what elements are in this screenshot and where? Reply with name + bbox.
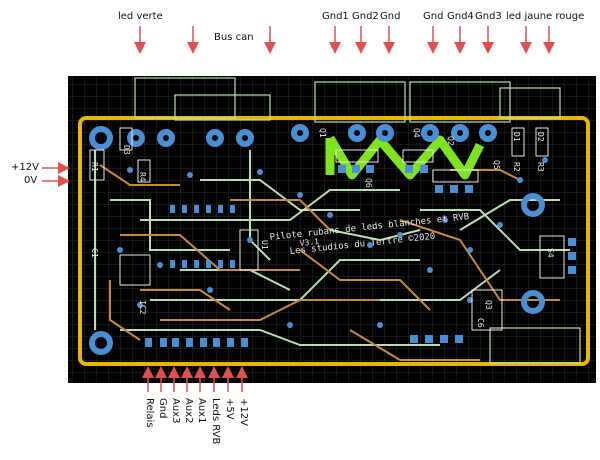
top-arrows bbox=[134, 26, 555, 54]
label-gnd-b: Gnd bbox=[423, 11, 444, 22]
label-0v: 0V bbox=[24, 175, 38, 186]
bottom-traces bbox=[94, 150, 570, 346]
label-d3: D3 bbox=[122, 145, 131, 155]
label-plus12v-left: +12V bbox=[11, 162, 39, 173]
label-d1: D1 bbox=[512, 132, 521, 142]
label-q3: Q3 bbox=[484, 300, 493, 310]
label-q6: Q6 bbox=[364, 178, 373, 188]
left-arrows bbox=[42, 162, 70, 187]
bottom-header-pins bbox=[145, 338, 248, 347]
label-gnd3: Gnd3 bbox=[475, 11, 502, 22]
board-version: V3.1 bbox=[299, 237, 319, 248]
label-r2: R2 bbox=[512, 162, 521, 172]
label-q1: Q1 bbox=[318, 128, 327, 138]
mount-hole-right-top bbox=[521, 193, 545, 217]
mount-hole-top-left bbox=[89, 126, 113, 150]
label-gnd-bottom: Gnd bbox=[157, 398, 168, 419]
mount-hole-bottom-left bbox=[89, 331, 113, 355]
ic-pins bbox=[145, 165, 576, 347]
designators: D3 R4 R1 C1 IC2 U1 Q1 Q2 Q3 Q4 Q5 Q6 D1 … bbox=[90, 128, 555, 328]
label-r1: R1 bbox=[90, 162, 99, 172]
label-u1: U1 bbox=[260, 240, 269, 250]
label-q2: Q2 bbox=[446, 136, 455, 146]
label-leds-rvb: Leds RVB bbox=[210, 398, 221, 445]
label-plus12v-bottom: +12V bbox=[238, 398, 249, 426]
pads bbox=[89, 124, 545, 355]
transistor-pins bbox=[338, 165, 576, 343]
label-r3: R3 bbox=[536, 162, 545, 172]
label-c6: C6 bbox=[476, 318, 485, 328]
ground-plane bbox=[325, 135, 485, 180]
label-s4: S4 bbox=[546, 248, 555, 258]
label-gnd2: Gnd2 bbox=[352, 11, 379, 22]
label-q4: Q4 bbox=[412, 128, 421, 138]
label-bus-can: Bus can bbox=[214, 32, 254, 43]
label-aux1: Aux1 bbox=[196, 398, 207, 424]
label-plus5v: +5V bbox=[224, 398, 235, 420]
vias bbox=[117, 157, 548, 328]
u1-pins bbox=[170, 205, 235, 268]
label-gnd4: Gnd4 bbox=[447, 11, 474, 22]
label-q5: Q5 bbox=[492, 160, 501, 170]
label-d2: D2 bbox=[536, 132, 545, 142]
label-led-jaune-rouge: led jaune rouge bbox=[506, 11, 585, 22]
board-outline bbox=[78, 116, 590, 366]
label-gnd: Gnd bbox=[380, 11, 401, 22]
label-aux3: Aux3 bbox=[170, 398, 181, 424]
label-aux2: Aux2 bbox=[183, 398, 194, 424]
label-led-verte: led verte bbox=[118, 11, 163, 22]
label-r4: R4 bbox=[138, 172, 147, 182]
mount-hole-right-bottom bbox=[521, 290, 545, 314]
connector-outlines bbox=[134, 77, 581, 364]
label-ic2: IC2 bbox=[138, 300, 147, 315]
silkscreen bbox=[89, 127, 565, 331]
label-gnd1: Gnd1 bbox=[322, 11, 349, 22]
label-relais: Relais bbox=[144, 398, 155, 428]
bottom-arrows bbox=[142, 366, 248, 392]
label-c1: C1 bbox=[90, 248, 99, 258]
